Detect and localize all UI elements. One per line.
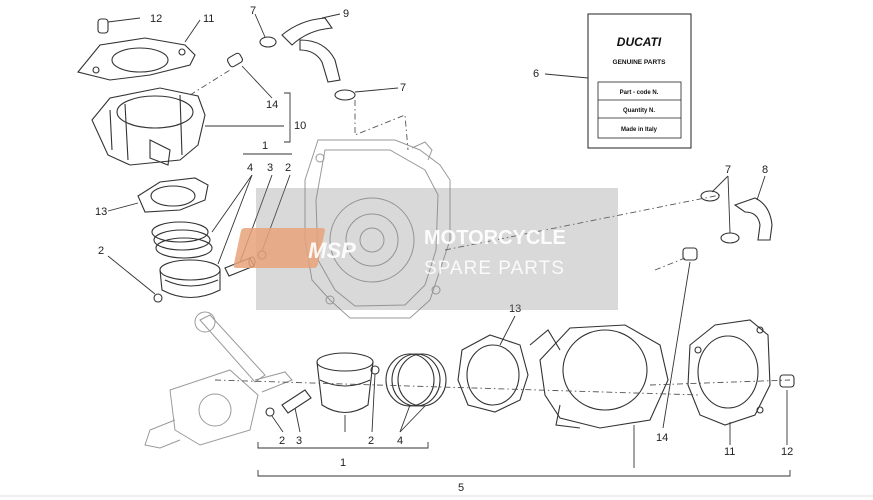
watermark-line1: MOTORCYCLE — [424, 227, 566, 249]
dowel-14-right — [682, 247, 698, 261]
leader-lines — [107, 13, 791, 477]
piston-pin-bottom — [281, 389, 312, 414]
callout-7-mid: 7 — [400, 82, 406, 94]
base-gasket-13-bottom — [457, 334, 529, 413]
genuine-parts-card: DUCATI GENUINE PARTS Part - code N. Quan… — [587, 13, 692, 149]
callout-1-top: 1 — [262, 140, 268, 152]
callout-labels: 12 11 7 9 7 6 14 10 1 4 3 2 13 2 7 8 13 … — [95, 5, 793, 494]
callout-8: 8 — [762, 164, 768, 176]
head-gasket-11-bottom — [687, 319, 771, 426]
head-gasket-11-top — [77, 37, 196, 81]
callout-1-bottom: 1 — [340, 457, 346, 469]
clamp-7-right-a — [700, 190, 720, 202]
callout-3-top: 3 — [267, 162, 273, 174]
dowel-14-top — [226, 52, 244, 68]
callout-14-top: 14 — [266, 99, 278, 111]
assembly-centerlines — [189, 69, 791, 396]
callout-10: 10 — [294, 120, 306, 132]
clamp-7-mid — [334, 89, 356, 101]
callout-2-bottom-a: 2 — [279, 435, 285, 447]
callout-7-right: 7 — [725, 164, 731, 176]
callout-13-left: 13 — [95, 206, 107, 218]
callout-5: 5 — [458, 482, 464, 494]
card-part-code: Part - code N. — [620, 90, 659, 96]
cylinder-bottom — [529, 324, 669, 429]
circlip-top-left — [153, 293, 163, 303]
callout-11-bottom: 11 — [724, 446, 735, 458]
callout-4-top: 4 — [247, 162, 253, 174]
callout-6: 6 — [533, 68, 539, 80]
callout-11-top: 11 — [203, 13, 214, 25]
callout-4-bottom: 4 — [397, 435, 403, 447]
clamp-7-top — [259, 36, 277, 48]
crankshaft — [144, 311, 293, 449]
callout-14-bottom: 14 — [656, 432, 668, 444]
callout-2-bottom-b: 2 — [368, 435, 374, 447]
callout-13-mid: 13 — [509, 303, 521, 315]
watermark-logo: MSP — [308, 238, 356, 263]
dowel-12-top — [97, 18, 109, 34]
piston-top — [159, 259, 221, 299]
callout-3-bottom: 3 — [296, 435, 302, 447]
watermark-line2: SPARE PARTS — [424, 258, 565, 279]
callout-12-top: 12 — [150, 13, 162, 25]
piston-rings-top — [151, 221, 213, 259]
hose-8 — [733, 197, 773, 241]
watermark: MSP MOTORCYCLE SPARE PARTS — [233, 188, 618, 310]
dowel-12-bottom — [779, 374, 795, 388]
callout-7-top: 7 — [250, 5, 256, 17]
callout-2-left: 2 — [98, 245, 104, 257]
cylinder-10 — [91, 87, 206, 166]
base-gasket-13-top — [137, 177, 209, 213]
callout-9: 9 — [343, 8, 349, 20]
piston-rings-bottom — [385, 353, 447, 407]
card-genuine: GENUINE PARTS — [613, 59, 667, 66]
callout-12-bottom: 12 — [781, 446, 793, 458]
card-brand: DUCATI — [617, 35, 662, 49]
hose-9 — [281, 17, 341, 83]
card-made-in: Made in Italy — [621, 127, 658, 133]
piston-bottom — [316, 352, 374, 414]
clamp-7-right-b — [720, 232, 740, 244]
circlip-bottom-left — [265, 407, 275, 417]
callout-2-top: 2 — [285, 162, 291, 174]
card-quantity: Quantity N. — [623, 108, 655, 114]
